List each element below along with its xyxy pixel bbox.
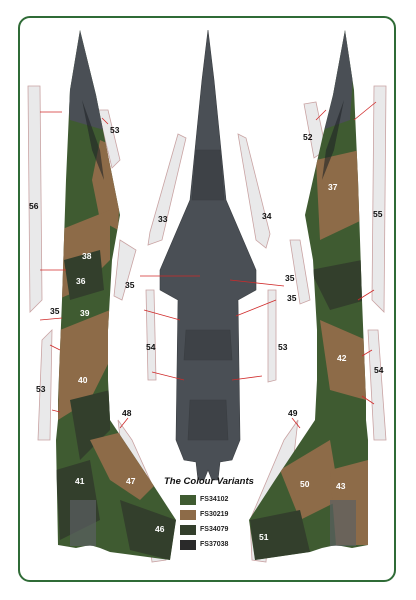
callout-55: 55 (373, 209, 383, 219)
legend-item: FS30219 (180, 507, 290, 522)
decal-panel-35-right (289, 239, 311, 305)
legend-item: FS37038 (180, 537, 290, 552)
aircraft-right-profile (249, 30, 368, 560)
callout-36: 36 (76, 276, 86, 286)
callout-38: 38 (82, 251, 92, 261)
decal-panel-33 (147, 133, 187, 246)
callout-50: 50 (300, 479, 310, 489)
decal-panel-53-left-bottom (37, 329, 53, 441)
callout-54-left: 54 (146, 342, 156, 352)
decal-panel-53-right-mid (267, 289, 277, 383)
callout-51: 51 (259, 532, 269, 542)
callout-34: 34 (262, 211, 272, 221)
callout-43: 43 (336, 481, 346, 491)
decal-panel-35-left (113, 239, 137, 301)
legend-label: FS34079 (200, 526, 229, 533)
legend-label: FS34102 (200, 496, 229, 503)
decal-panel-56 (27, 85, 43, 313)
callout-35-right-inner: 35 (285, 273, 295, 283)
callout-46: 46 (155, 524, 165, 534)
legend-title: The Colour Variants (164, 476, 254, 487)
callout-42: 42 (337, 353, 347, 363)
callout-37: 37 (328, 182, 338, 192)
callout-49: 49 (288, 408, 298, 418)
callout-41: 41 (75, 476, 85, 486)
legend-swatch (180, 539, 196, 550)
decal-panel-54-left (145, 289, 157, 381)
legend-swatch (180, 494, 196, 505)
sheet-border (18, 16, 396, 582)
decal-panel-54-right (367, 329, 387, 441)
legend-swatch (180, 524, 196, 535)
aircraft-left-profile (56, 30, 176, 560)
callout-52: 52 (303, 132, 313, 142)
callout-48: 48 (122, 408, 132, 418)
legend-swatch (180, 509, 196, 520)
callout-40: 40 (78, 375, 88, 385)
legend-label: FS37038 (200, 541, 229, 548)
decal-panel-34 (237, 133, 271, 249)
decal-panel-53-left-top (97, 109, 121, 169)
decal-panel-55 (371, 85, 387, 313)
callout-33: 33 (158, 214, 168, 224)
callout-lines (39, 101, 377, 429)
aircraft-top-view (159, 29, 257, 481)
legend-item: FS34102 (180, 492, 290, 507)
legend-item: FS34079 (180, 522, 290, 537)
callout-53-right: 53 (278, 342, 288, 352)
callout-56: 56 (29, 201, 39, 211)
callout-54-right: 54 (374, 365, 384, 375)
callout-53-left-bottom: 53 (36, 384, 46, 394)
callout-53-left-top: 53 (110, 125, 120, 135)
callout-47: 47 (126, 476, 136, 486)
callout-39: 39 (80, 308, 90, 318)
callout-35-left-inner: 35 (125, 280, 135, 290)
legend-label: FS30219 (200, 511, 229, 518)
callout-35-left: 35 (50, 306, 60, 316)
callout-35-right: 35 (287, 293, 297, 303)
colour-legend: The Colour Variants FS34102 FS30219 FS34… (160, 476, 290, 552)
callout-numbers: 56 53 53 35 35 33 34 35 35 54 53 52 55 5… (29, 125, 384, 542)
